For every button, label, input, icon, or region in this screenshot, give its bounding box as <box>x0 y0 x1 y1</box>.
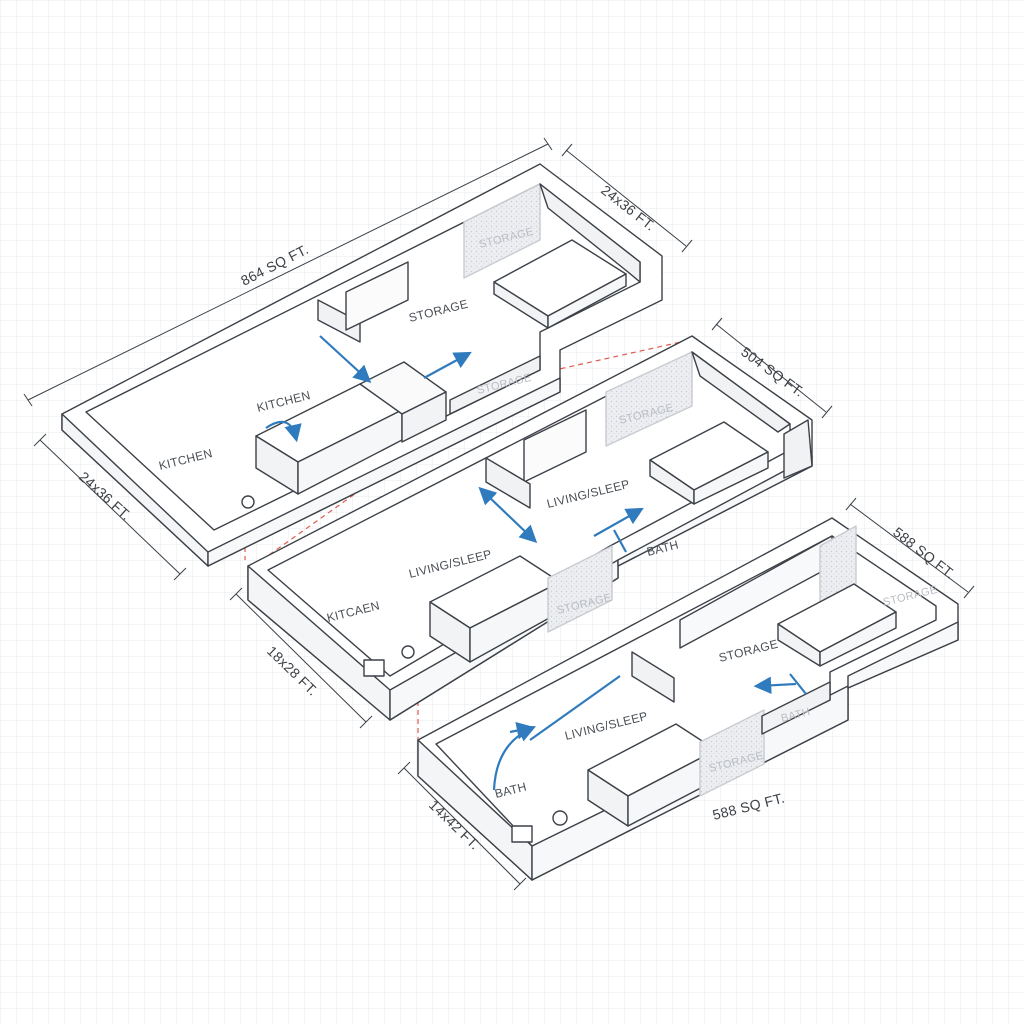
plan3-arrows <box>492 673 807 791</box>
plan2-toilet <box>401 645 415 659</box>
plan1-step-wall <box>449 355 541 415</box>
plan1-storage-wall <box>463 183 541 279</box>
floorplan-3 <box>417 517 959 881</box>
plan2-arrows <box>478 486 644 553</box>
plan3-sink <box>511 825 533 843</box>
plan2-storage-block <box>547 545 613 633</box>
plan2-side-wall <box>691 351 791 433</box>
plan3-dimensions <box>397 497 975 891</box>
plan2-end-block <box>783 419 813 479</box>
plan1-toilet <box>241 495 255 509</box>
plan2-storage-wall <box>605 351 693 447</box>
plan3-step-wall <box>761 681 831 735</box>
plan3-toilet <box>552 810 568 826</box>
plan1-dimensions <box>23 137 693 581</box>
plan3-storage-block <box>699 709 765 797</box>
plan2-door <box>523 409 587 483</box>
plan1-front-face <box>207 377 561 567</box>
plan3-storage-wall <box>819 525 857 603</box>
plan1-door-frame <box>345 261 409 331</box>
plan1-side-wall <box>539 183 641 283</box>
plan1-arrows <box>265 335 472 443</box>
plan2-sink <box>363 659 385 677</box>
plan3-partition <box>631 651 675 703</box>
plan2-dimensions <box>229 317 833 729</box>
